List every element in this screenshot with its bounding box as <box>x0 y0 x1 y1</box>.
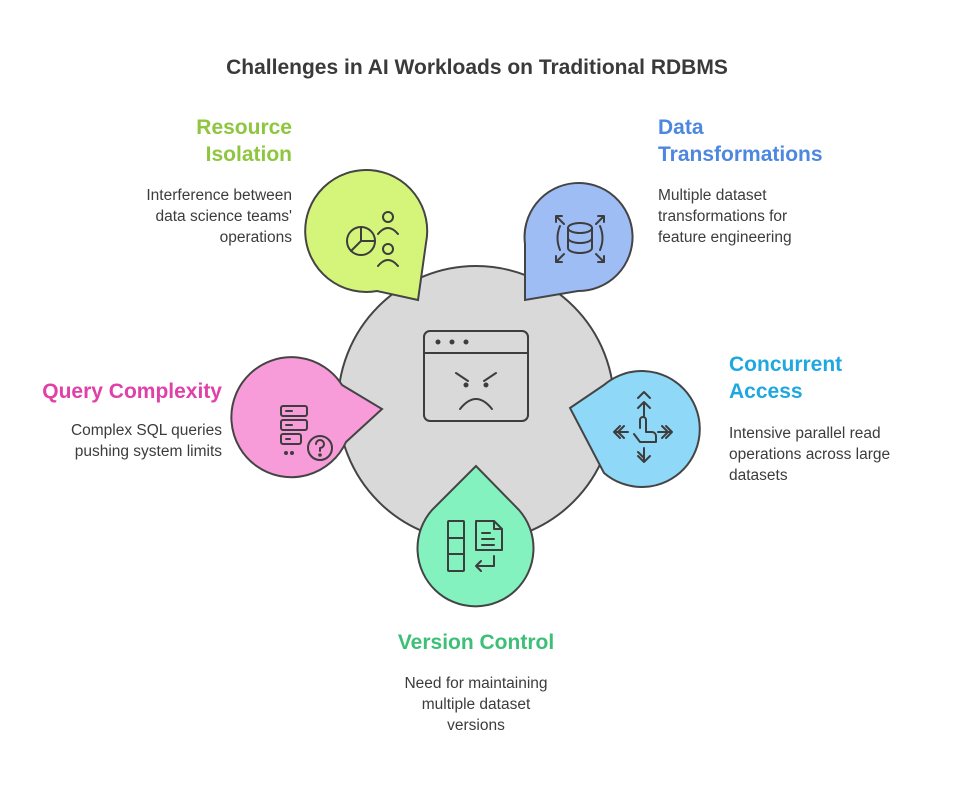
data-transformations-heading: Data Transformations <box>658 116 823 166</box>
query-complexity-bubble <box>230 356 384 479</box>
server-question-icon <box>280 405 333 461</box>
data-transformations-bubble <box>523 182 634 302</box>
resource-isolation-heading: Resource Isolation <box>196 116 292 166</box>
concurrent-access-description: Intensive parallel read operations acros… <box>729 425 891 484</box>
resource-isolation-description: Interference between data science teams'… <box>146 187 292 246</box>
database-expand-icon <box>555 215 605 263</box>
concurrent-access-heading: Concurrent Access <box>729 353 843 403</box>
query-complexity-description: Complex SQL queries pushing system limit… <box>70 422 222 460</box>
query-complexity-heading: Query Complexity <box>42 380 222 403</box>
pie-chart-users-icon <box>346 211 399 267</box>
version-control-description: Need for maintaining multiple dataset ve… <box>404 675 548 734</box>
document-versions-icon <box>447 520 503 572</box>
pointer-arrows-icon <box>613 391 673 463</box>
resource-isolation-bubble <box>304 168 429 302</box>
version-control-heading: Version Control <box>397 631 555 654</box>
angry-browser-window-icon <box>423 330 529 422</box>
concurrent-access-bubble <box>568 370 701 488</box>
diagram-title: Challenges in AI Workloads on Traditiona… <box>226 56 728 79</box>
data-transformations-description: Multiple dataset transformations for fea… <box>658 187 792 246</box>
